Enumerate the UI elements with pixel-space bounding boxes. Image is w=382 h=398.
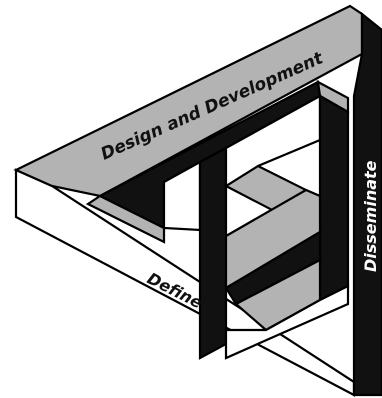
inner-black-column bbox=[200, 148, 226, 358]
inner-black-band-right bbox=[320, 96, 348, 300]
disseminate-label: Disseminate bbox=[361, 160, 380, 272]
